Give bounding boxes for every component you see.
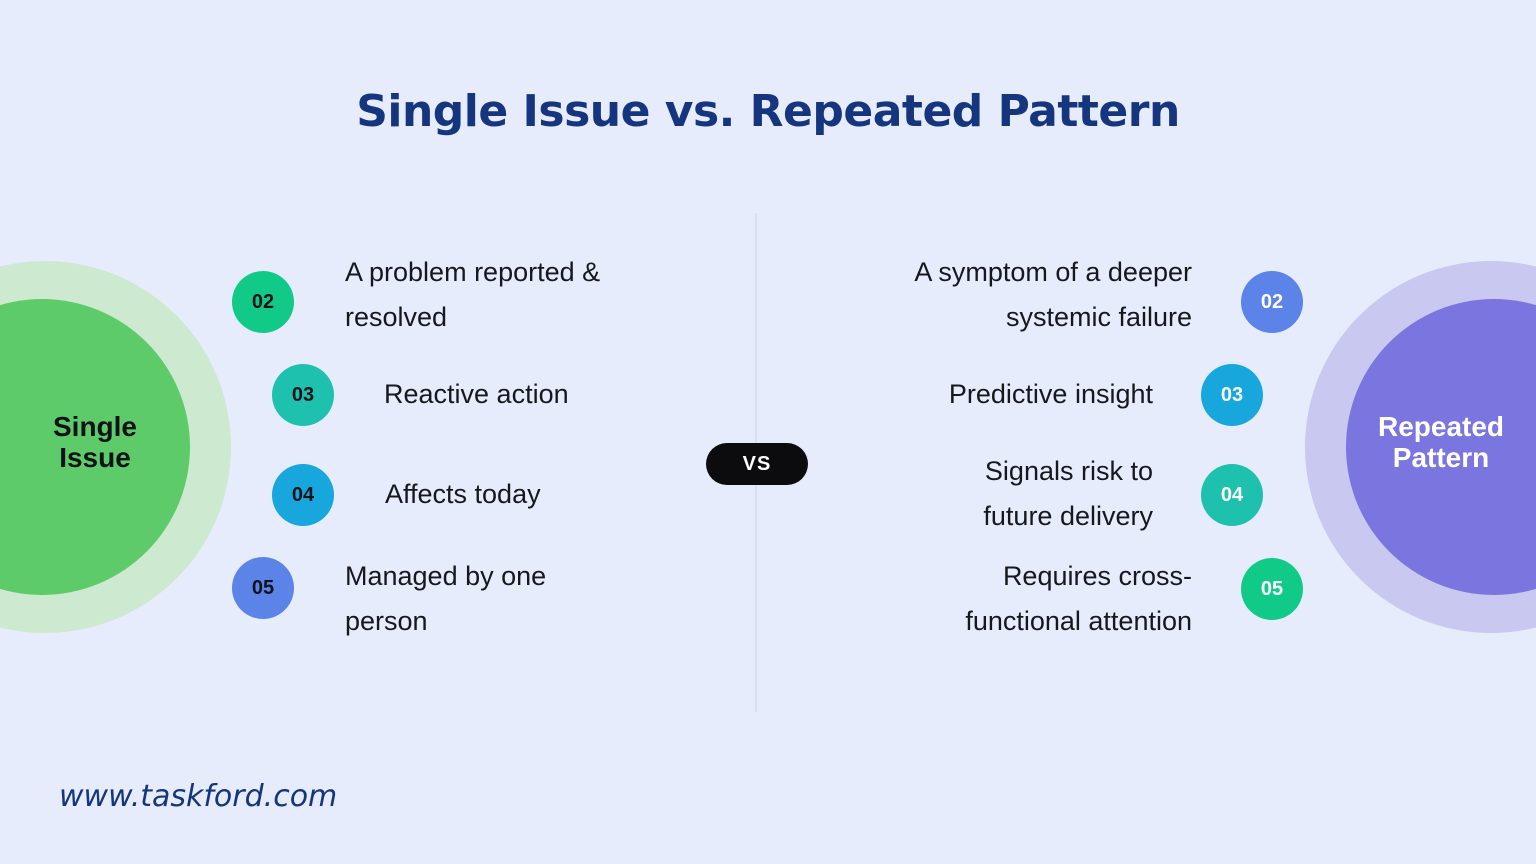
right-item-number-03: 03 <box>1201 364 1263 426</box>
right-item-text-04: Signals risk to future delivery <box>983 456 1153 531</box>
right-item-number-02: 02 <box>1241 271 1303 333</box>
right-item-text-02: A symptom of a deeper systemic failure <box>914 257 1192 332</box>
single-issue-label: Single Issue <box>52 411 137 473</box>
left-item-number-05: 05 <box>232 557 294 619</box>
repeated-pattern-label: Repeated Pattern <box>1377 411 1505 473</box>
left-item-text-04: Affects today <box>385 479 541 509</box>
left-item-number-03: 03 <box>272 364 334 426</box>
right-item-number-04: 04 <box>1201 464 1263 526</box>
website-url: www.taskford.com <box>59 779 338 814</box>
vs-badge: VS <box>706 443 808 485</box>
right-item-number-05: 05 <box>1241 558 1303 620</box>
left-item-text-03: Reactive action <box>384 379 569 409</box>
left-item-number-04: 04 <box>272 464 334 526</box>
left-item-number-02: 02 <box>232 271 294 333</box>
right-item-text-03: Predictive insight <box>948 379 1153 409</box>
right-item-text-05: Requires cross- functional attention <box>965 561 1192 636</box>
left-item-text-02: A problem reported & resolved <box>345 257 601 332</box>
left-item-text-05: Managed by one person <box>345 561 547 636</box>
page-title: Single Issue vs. Repeated Pattern <box>356 86 1180 137</box>
